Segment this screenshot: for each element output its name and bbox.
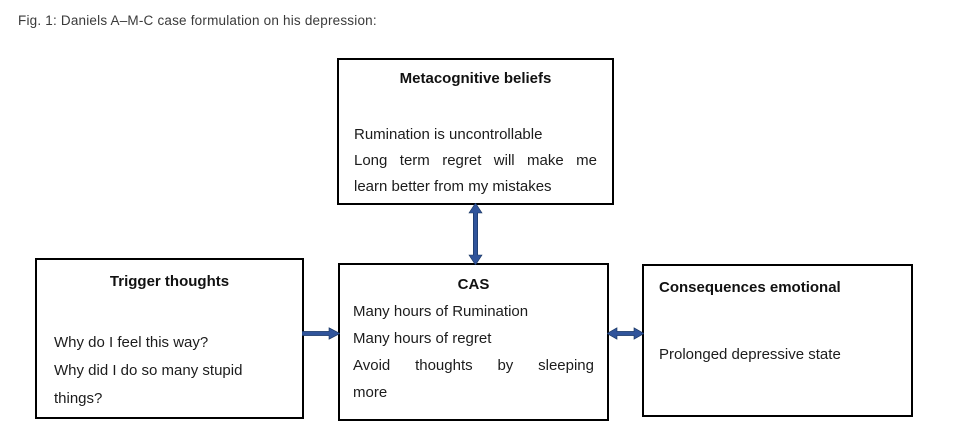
trigger-line: things? [54, 390, 103, 407]
box-metacognitive-beliefs: Metacognitive beliefs Rumination is unco… [337, 58, 614, 205]
metacognitive-line: learn better from my mistakes [354, 178, 552, 195]
box-trigger-title: Trigger thoughts [109, 273, 230, 290]
box-metacognitive-body: Rumination is uncontrollable Long term r… [354, 122, 597, 200]
figure-caption: Fig. 1: Daniels A–M-C case formulation o… [18, 13, 377, 28]
box-trigger-body: Why do I feel this way? Why did I do so … [54, 329, 285, 413]
box-cas: CAS Many hours of Rumination Many hours … [338, 263, 609, 421]
cas-line: Many hours of regret [353, 330, 492, 347]
consequences-line: Prolonged depressive state [659, 346, 841, 363]
arrow-trigger-to-cas-icon [302, 327, 340, 340]
arrow-cas-consequences-bidirectional-icon [607, 327, 644, 340]
arrow-cas-metacognitive-bidirectional-icon [468, 203, 483, 265]
box-cas-title: CAS [457, 276, 490, 293]
trigger-line: Why did I do so many stupid [54, 362, 243, 379]
box-consequences-title: Consequences emotional [659, 279, 841, 296]
trigger-line: Why do I feel this way? [54, 334, 209, 351]
box-consequences-body: Prolonged depressive state [659, 341, 896, 368]
box-trigger-thoughts: Trigger thoughts Why do I feel this way?… [35, 258, 304, 419]
metacognitive-line: Rumination is uncontrollable [354, 126, 543, 143]
cas-line: Many hours of Rumination [353, 303, 529, 320]
metacognitive-line: Long term regret will make me [354, 152, 597, 169]
box-cas-body: Many hours of Rumination Many hours of r… [353, 298, 594, 406]
box-metacognitive-title: Metacognitive beliefs [399, 70, 552, 87]
cas-line: Avoid thoughts by sleeping [353, 357, 594, 374]
cas-line: more [353, 384, 388, 401]
box-consequences-emotional: Consequences emotional Prolonged depress… [642, 264, 913, 417]
